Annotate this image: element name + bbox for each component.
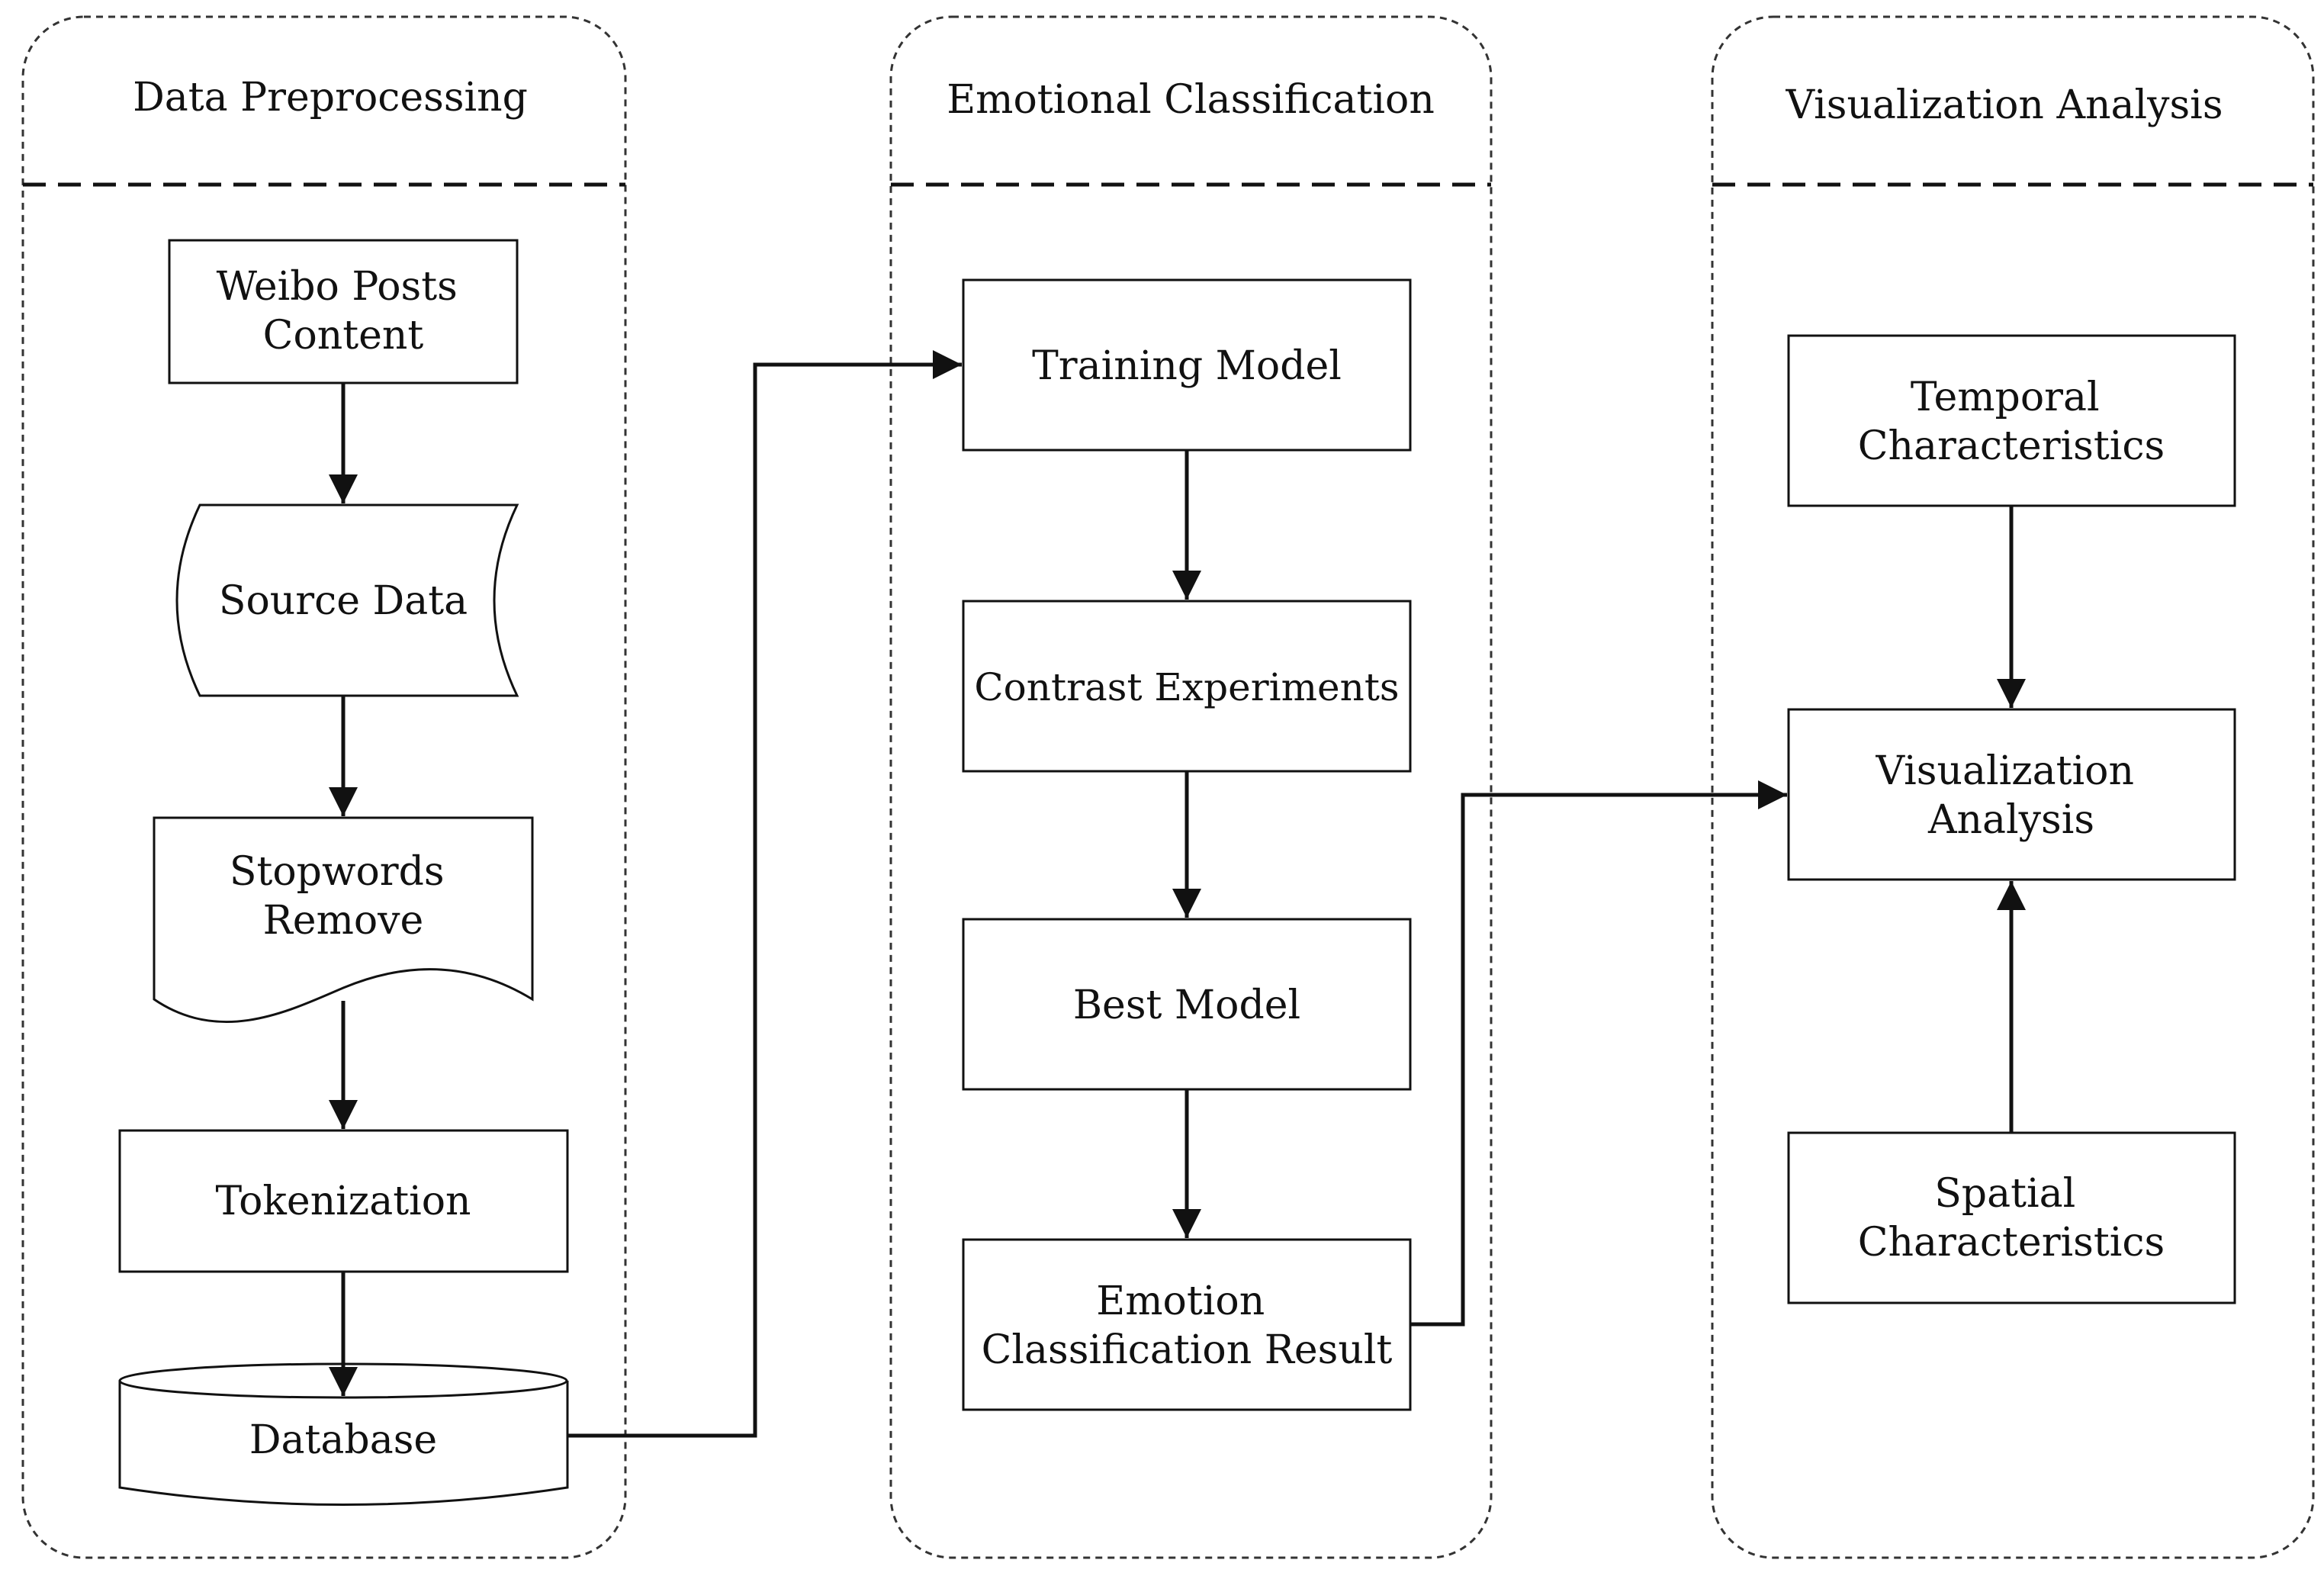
node-weibo-posts-content: Weibo Posts Content bbox=[168, 239, 519, 384]
node-source-data: Source Data bbox=[175, 503, 519, 697]
svg-text:Spatial Characteristics: Spatial Characteristics bbox=[1858, 1171, 2165, 1266]
node-contrast-experiments: Contrast Experiments bbox=[962, 600, 1412, 773]
node-emotion-classification-result: Emotion Classification Result bbox=[962, 1238, 1412, 1411]
node-training-model-label: Training Model bbox=[1032, 343, 1342, 389]
node-result-line-1: Emotion bbox=[1096, 1278, 1265, 1324]
node-training-model: Training Model bbox=[962, 278, 1412, 452]
node-viz-line-2: Analysis bbox=[1927, 797, 2094, 843]
node-spatial-characteristics: Spatial Characteristics bbox=[1787, 1131, 2236, 1304]
node-stopwords-line-2: Remove bbox=[263, 898, 424, 944]
panel-title-emotional-classification: Emotional Classification bbox=[947, 77, 1435, 123]
node-best-model-label: Best Model bbox=[1073, 983, 1300, 1028]
panel-emotional-classification: Emotional Classification bbox=[889, 15, 1493, 1559]
node-spatial-line-2: Characteristics bbox=[1858, 1220, 2165, 1266]
node-temporal-line-1: Temporal bbox=[1911, 375, 2100, 420]
svg-text:Emotion Classification R: Emotion Classification Result bbox=[982, 1278, 1393, 1373]
node-temporal-line-2: Characteristics bbox=[1858, 423, 2165, 469]
node-contrast-experiments-label: Contrast Experiments bbox=[974, 665, 1399, 709]
node-visualization-analysis: Visualization Analysis bbox=[1787, 708, 2236, 881]
node-best-model: Best Model bbox=[962, 918, 1412, 1091]
node-temporal-characteristics: Temporal Characteristics bbox=[1787, 334, 2236, 507]
node-spatial-line-1: Spatial bbox=[1934, 1171, 2075, 1217]
svg-text:Weibo Posts Content: Weibo Posts Content bbox=[217, 264, 471, 359]
node-tokenization: Tokenization bbox=[118, 1129, 569, 1273]
panel-data-preprocessing: Data Preprocessing bbox=[21, 15, 627, 1559]
node-viz-line-1: Visualization bbox=[1876, 748, 2134, 794]
node-weibo-line-2: Content bbox=[263, 313, 424, 359]
node-stopwords-line-1: Stopwords bbox=[230, 849, 445, 895]
panel-title-data-preprocessing: Data Preprocessing bbox=[133, 75, 528, 121]
node-source-data-label: Source Data bbox=[219, 578, 468, 624]
node-database-label: Database bbox=[249, 1417, 437, 1463]
svg-text:Temporal Characteristics: Temporal Characteristics bbox=[1858, 375, 2165, 469]
panel-title-visualization-analysis: Visualization Analysis bbox=[1785, 82, 2223, 128]
node-tokenization-label: Tokenization bbox=[215, 1179, 471, 1224]
arrow-database-to-training bbox=[567, 350, 962, 1438]
node-result-line-2: Classification Result bbox=[982, 1327, 1393, 1373]
node-stopwords-remove: Stopwords Remove bbox=[153, 816, 534, 1024]
arrow-result-to-visualization bbox=[1410, 780, 1787, 1327]
panel-visualization-analysis: Visualization Analysis bbox=[1711, 15, 2315, 1559]
node-database: Database bbox=[118, 1362, 569, 1506]
node-weibo-line-1: Weibo Posts bbox=[217, 264, 458, 310]
svg-text:Visualization Analysis: Visualization Analysis bbox=[1876, 748, 2147, 843]
svg-text:Stopwords Remove: Stopwords Remove bbox=[230, 849, 457, 944]
